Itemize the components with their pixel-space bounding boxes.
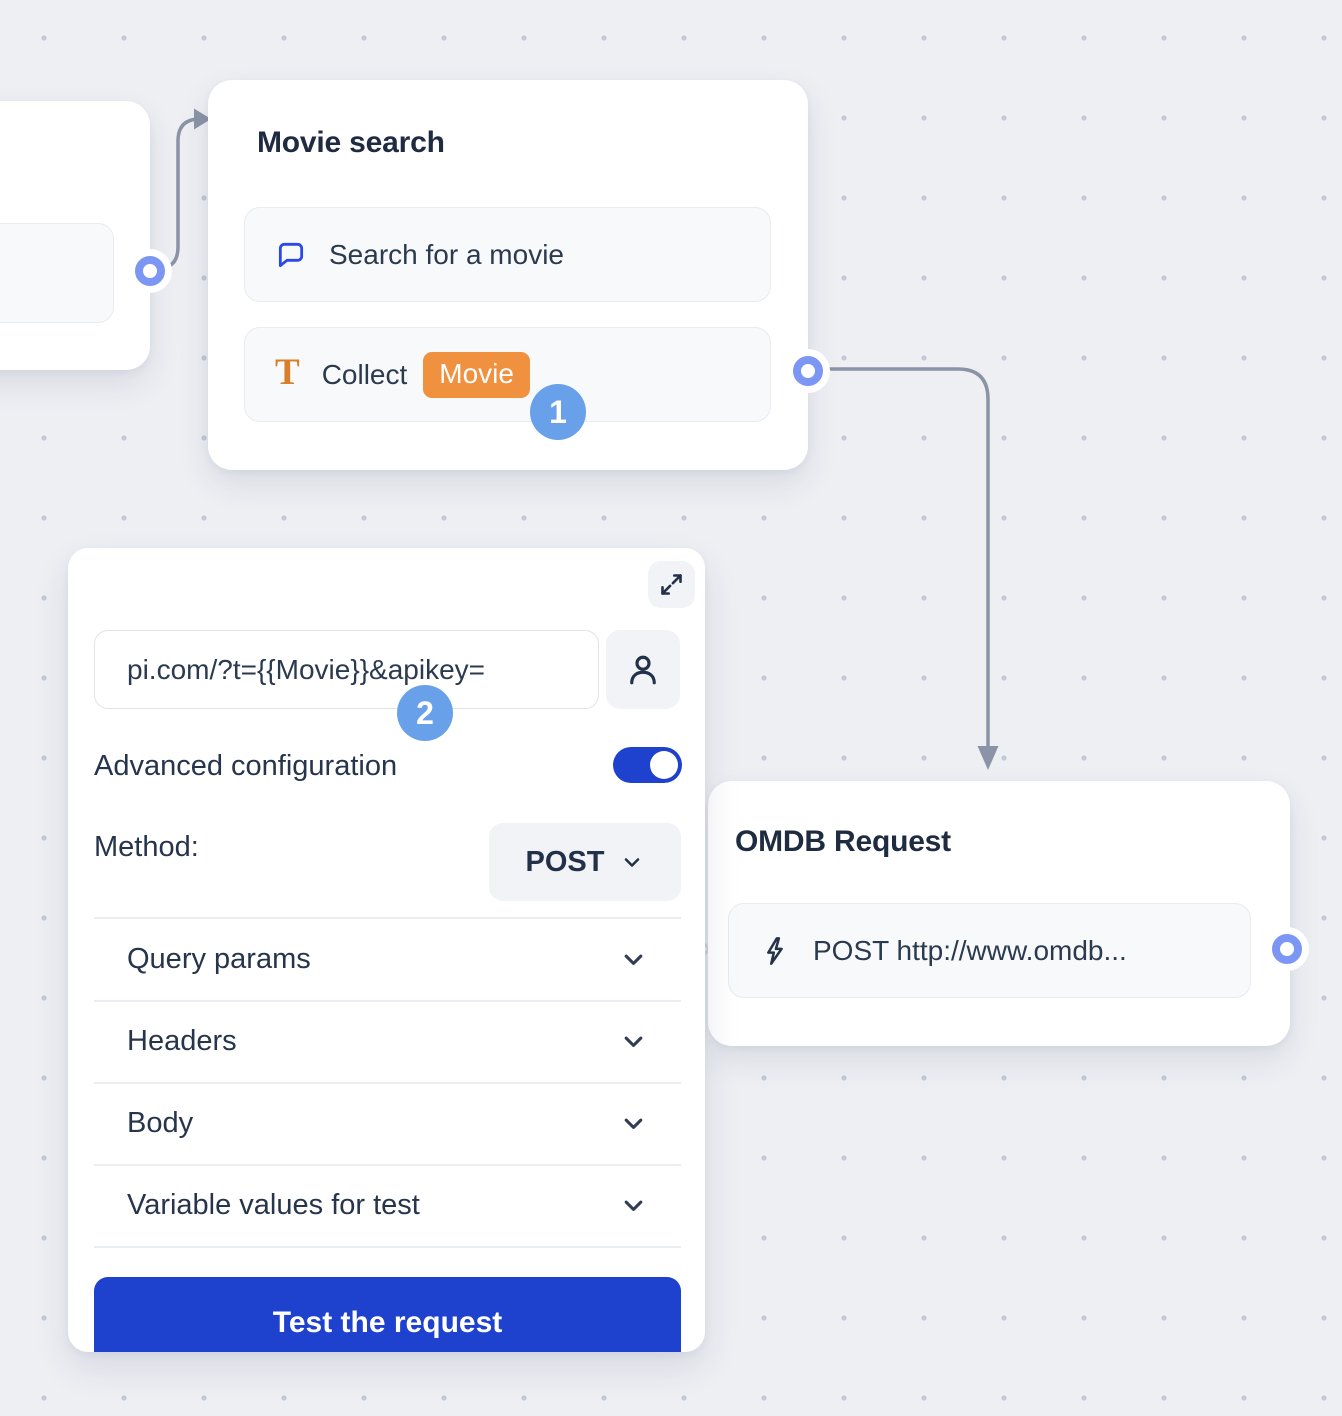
- section-label: Query params: [127, 942, 311, 975]
- divider: [94, 1246, 681, 1248]
- person-icon: [625, 652, 661, 688]
- chevron-down-icon[interactable]: [620, 946, 647, 973]
- node-item[interactable]: [0, 223, 114, 323]
- divider: [94, 1000, 681, 1002]
- step-badge-1: 1: [530, 384, 586, 440]
- toggle-knob: [650, 751, 678, 779]
- node-omdb-request[interactable]: OMDB Request POST http://www.omdb...: [708, 781, 1290, 1046]
- advanced-configuration-toggle[interactable]: [613, 747, 682, 783]
- section-variable-values[interactable]: Variable values for test: [94, 1164, 681, 1246]
- test-request-button[interactable]: Test the request: [94, 1277, 681, 1352]
- connector-arrowhead-down: [977, 746, 999, 770]
- section-body[interactable]: Body: [94, 1082, 681, 1164]
- connector-movie-search-to-omdb: [810, 367, 990, 750]
- node-title: Movie search: [257, 126, 445, 159]
- section-query-params[interactable]: Query params: [94, 918, 681, 1000]
- node-item-label: Collect: [321, 358, 408, 390]
- webhook-config-panel[interactable]: Advanced configuration Method: POST Quer…: [68, 548, 705, 1352]
- method-label: Method:: [94, 831, 199, 863]
- url-input[interactable]: [94, 630, 599, 709]
- expand-icon: [658, 571, 685, 598]
- step-badge-2: 2: [397, 685, 453, 741]
- node-item-collect-variable[interactable]: T Collect Movie: [244, 327, 771, 422]
- section-headers[interactable]: Headers: [94, 1000, 681, 1082]
- text-variable-icon: T: [275, 352, 300, 393]
- chevron-down-icon[interactable]: [620, 1028, 647, 1055]
- section-label: Variable values for test: [127, 1188, 420, 1221]
- node-item-webhook[interactable]: POST http://www.omdb...: [728, 903, 1251, 998]
- divider: [94, 1082, 681, 1084]
- node-movie-search[interactable]: Movie search Search for a movie T Collec…: [208, 80, 808, 470]
- chevron-down-icon: [620, 850, 644, 874]
- omdb-output-port[interactable]: [1265, 927, 1309, 971]
- advanced-configuration-label: Advanced configuration: [94, 750, 398, 782]
- divider: [94, 917, 681, 919]
- chevron-down-icon[interactable]: [620, 1192, 647, 1219]
- section-label: Body: [127, 1106, 194, 1139]
- expand-button[interactable]: [648, 561, 695, 608]
- divider: [94, 1164, 681, 1166]
- node-item-label: Search for a movie: [329, 238, 564, 270]
- method-value: POST: [525, 845, 605, 878]
- node-item-label: POST http://www.omdb...: [813, 934, 1127, 966]
- node-partial-left[interactable]: [0, 101, 150, 370]
- connector-left-to-movie-search: [150, 117, 201, 271]
- method-dropdown[interactable]: POST: [489, 823, 681, 901]
- node-title: OMDB Request: [735, 825, 951, 858]
- variable-chip[interactable]: Movie: [423, 351, 530, 398]
- node-item-send-message[interactable]: Search for a movie: [244, 207, 771, 302]
- lightning-icon: [759, 935, 791, 967]
- person-button[interactable]: [606, 630, 680, 709]
- chevron-down-icon[interactable]: [620, 1110, 647, 1137]
- chat-bubble-icon: [275, 239, 307, 271]
- output-port[interactable]: [128, 249, 172, 293]
- movie-search-output-port[interactable]: [786, 349, 830, 393]
- section-label: Headers: [127, 1024, 237, 1057]
